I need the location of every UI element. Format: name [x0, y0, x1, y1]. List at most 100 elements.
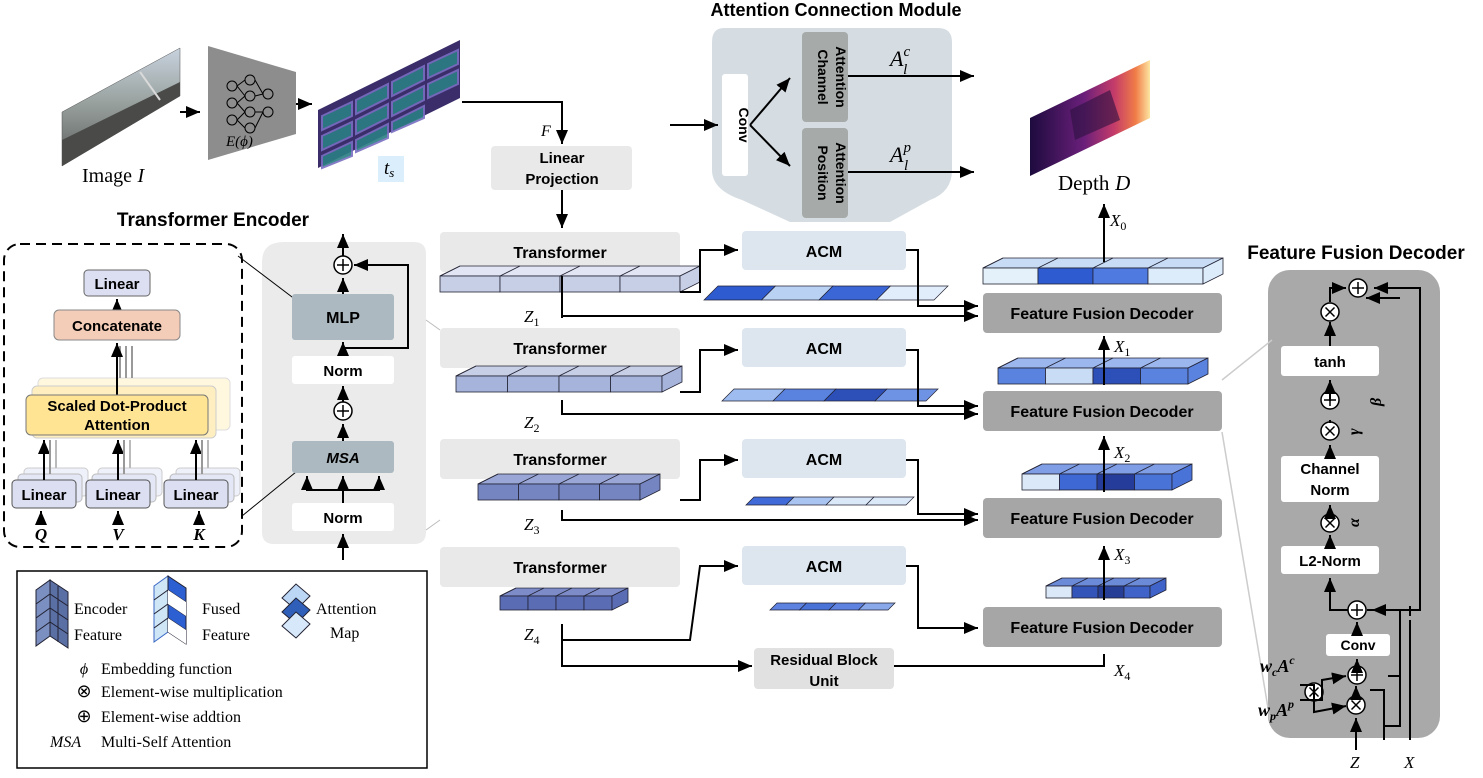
svg-text:Residual Block: Residual Block [770, 652, 878, 669]
acm-block-4: ACM [742, 546, 906, 585]
svg-text:Norm: Norm [323, 510, 362, 527]
z-label-3: Z3 [524, 515, 539, 537]
legend-attention-icon [281, 583, 311, 639]
msa-box: MSA [292, 441, 394, 473]
svg-text:Channel: Channel [1300, 461, 1359, 478]
legend-attention-line2: Map [330, 625, 359, 642]
svg-text:Linear: Linear [539, 150, 584, 167]
svg-text:Projection: Projection [525, 171, 598, 188]
decoder-channel-norm-box: Channel Norm [1281, 456, 1379, 502]
input-image [61, 47, 181, 167]
svg-text:ACM: ACM [806, 452, 842, 469]
feature-fusion-decoder-4: Feature Fusion Decoder [983, 607, 1222, 647]
svg-text:Linear: Linear [95, 487, 140, 504]
encoder-network-icon: E(ϕ) [208, 46, 296, 160]
encoder-norm-middle: Norm [292, 356, 394, 384]
depth-label: Depth D [1058, 171, 1130, 195]
decoder-flow-lines [1300, 282, 1421, 750]
decoder-panel-title: Feature Fusion Decoder [1247, 243, 1465, 264]
encoder-feature-2 [455, 365, 683, 393]
x-label-0: X0 [1109, 211, 1126, 233]
legend-mult-text: Element-wise multiplication [101, 684, 283, 701]
x-label-2: X2 [1113, 443, 1130, 465]
legend-fused-icon [153, 575, 187, 645]
encoder-linear-3: Linear [163, 440, 241, 525]
sdpa-to-concat-lines [119, 346, 133, 378]
svg-text:MSA: MSA [326, 450, 359, 467]
acm-block-2: ACM [742, 328, 906, 367]
mlp-box: MLP [292, 294, 394, 340]
z-label-2: Z2 [524, 413, 539, 435]
legend-fused-line1: Fused [202, 601, 240, 618]
zoom-line-right-1 [425, 319, 441, 331]
mlp-residual-arrow [343, 259, 409, 349]
svg-text:tanh: tanh [1314, 354, 1346, 371]
decoder-z-input: Z [1350, 753, 1360, 772]
legend-encoder-line1: Encoder [74, 601, 128, 618]
legend-box [16, 570, 428, 769]
svg-text:Linear: Linear [173, 487, 218, 504]
encoder-detail-dashed-box [3, 243, 243, 548]
sdpa-box: Scaled Dot-Product Attention [25, 394, 209, 436]
encoder-linear-top: Linear [83, 269, 151, 297]
svg-text:ACM: ACM [806, 559, 842, 576]
svg-text:Transformer: Transformer [513, 245, 606, 262]
add-icon-encoder-2 [333, 255, 353, 275]
transformer-block-1: Transformer [440, 232, 680, 272]
decoder-panel-background [1268, 270, 1440, 738]
svg-text:Attention: Attention [833, 46, 849, 107]
decoder-mul-gamma-icon [1320, 421, 1340, 441]
legend-encoder-icon [35, 579, 69, 649]
encoder-feature-1 [439, 265, 701, 293]
encoder-panel-title: Transformer Encoder [117, 210, 310, 231]
svg-text:Feature Fusion Decoder: Feature Fusion Decoder [1010, 404, 1193, 421]
concatenate-box: Concatenate [53, 309, 181, 341]
svg-text:Norm: Norm [1310, 482, 1349, 499]
transformer-block-2: Transformer [440, 328, 680, 368]
svg-text:Q: Q [35, 525, 47, 544]
decoder-add-low-icon [1347, 665, 1367, 685]
decoder-zoom-line-2 [1221, 431, 1271, 721]
svg-text:Attention: Attention [833, 142, 849, 203]
channel-attention-box: Channel Attention [802, 32, 849, 122]
x-label-4: X4 [1113, 661, 1130, 683]
fused-feature-3 [1045, 577, 1167, 599]
linear-projection-box: Linear Projection [491, 146, 632, 190]
legend-phi-symbol: ϕ [80, 661, 88, 678]
acm-conv-box: Conv [722, 74, 752, 176]
x-label-1: X1 [1113, 337, 1130, 359]
add-icon-encoder-1 [333, 401, 353, 421]
wc-label: wcAc [1260, 653, 1295, 679]
depth-map-image [1030, 60, 1150, 176]
attention-map-1 [703, 285, 949, 301]
arrow-conv-to-position [749, 124, 791, 167]
decoder-zoom-line-1 [1221, 339, 1273, 381]
svg-text:Linear: Linear [21, 487, 66, 504]
legend-encoder-line2: Feature [74, 627, 122, 644]
decoder-mul-alpha-icon [1320, 513, 1340, 533]
svg-text:Concatenate: Concatenate [72, 318, 162, 335]
alpha-label: α [1346, 517, 1363, 527]
tokens-label: ts [384, 158, 394, 180]
svg-text:Scaled Dot-Product: Scaled Dot-Product [47, 398, 186, 415]
transformer-block-4: Transformer [440, 547, 680, 587]
feature-fusion-decoder-3: Feature Fusion Decoder [983, 498, 1222, 538]
attention-map-3 [745, 496, 915, 506]
svg-text:Transformer: Transformer [513, 452, 606, 469]
tokens-label-box [378, 156, 404, 182]
acm-block-1: ACM [742, 231, 906, 270]
svg-text:Feature Fusion Decoder: Feature Fusion Decoder [1010, 620, 1193, 637]
legend-msa-text: Multi-Self Attention [101, 734, 231, 751]
svg-text:Channel: Channel [815, 49, 831, 104]
fused-feature-0 [982, 257, 1224, 285]
decoder-mul-tanh-icon [1320, 302, 1340, 322]
attention-map-2 [721, 388, 939, 402]
gamma-label: γ [1346, 428, 1363, 435]
x-label-3: X3 [1113, 545, 1130, 567]
svg-text:V: V [112, 525, 125, 544]
legend-msa-symbol: MSA [49, 734, 81, 751]
feature-fusion-decoder-1: Feature Fusion Decoder [983, 293, 1222, 333]
encoder-linear-1: Linear [11, 440, 89, 525]
